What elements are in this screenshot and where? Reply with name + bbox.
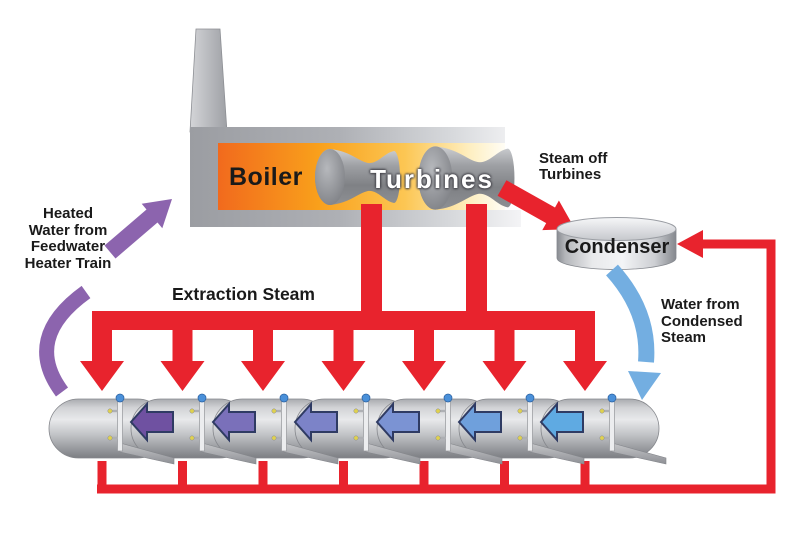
steam-off-line1: Steam off	[539, 150, 608, 167]
heater-fitting-pipe	[445, 399, 451, 452]
extraction-pipe-right	[466, 204, 487, 313]
return-line-arrowhead	[677, 230, 703, 258]
flow-direction-arrow	[375, 401, 420, 443]
condenser-label: Condenser	[564, 236, 670, 258]
feedwater-flow-arrows	[129, 401, 584, 443]
boiler-label: Boiler	[229, 163, 303, 191]
heater-fitting-pipe	[117, 399, 123, 452]
heater-valve-stem	[193, 436, 200, 440]
condensed-water-line1: Water from	[661, 296, 740, 313]
heater-valve	[189, 435, 195, 441]
heater-valve	[517, 408, 523, 414]
drain-line-stem	[500, 461, 509, 492]
heated-water-line2: Water from	[28, 221, 108, 239]
drain-line-stem	[339, 461, 348, 492]
flow-direction-arrow	[293, 401, 338, 443]
turbines-label: Turbines	[370, 164, 494, 194]
heater-valve	[107, 435, 113, 441]
extraction-pipe-left	[361, 204, 382, 313]
flow-direction-arrow	[457, 401, 502, 443]
extraction-arrows	[80, 329, 607, 391]
condensed-water-line3: Steam	[661, 329, 707, 346]
condensed-water-arrow-shaft	[605, 264, 655, 363]
extraction-steam-arrow	[321, 329, 366, 391]
heated-water-line1: Heated	[42, 205, 94, 222]
extraction-steam-arrow	[402, 329, 446, 391]
steam-off-turbines-label: Steam off Turbines	[539, 151, 607, 183]
heater-valve	[271, 435, 277, 441]
heater-fittings	[107, 393, 667, 465]
heater-valve-stem	[521, 436, 528, 440]
extraction-steam-arrow	[482, 329, 527, 391]
extraction-steam-arrow	[241, 329, 285, 391]
drain-line-stem	[580, 461, 590, 492]
heater-valve	[599, 408, 605, 414]
heater-fitting-pipe	[609, 399, 615, 452]
heater-valve-stem	[275, 409, 282, 413]
heater-valve	[517, 435, 523, 441]
heater-valve-stem	[521, 409, 528, 413]
heater-fitting-pipe	[199, 399, 205, 452]
feedwater-rise-curve	[39, 285, 91, 397]
condensed-water-label: Water from Condensed Steam	[661, 296, 743, 347]
heater-vent-knob	[197, 393, 207, 403]
boiler-housing-frame	[190, 127, 521, 227]
heater-valve	[189, 408, 195, 414]
boiler-chimney	[189, 28, 228, 133]
heater-fitting-pipe	[527, 399, 533, 452]
heater-valve-stem	[439, 436, 446, 440]
steam-off-turbines-arrow	[497, 180, 575, 231]
heater-valve	[271, 408, 277, 414]
heater-valve	[353, 435, 359, 441]
heater-fitting-pipe	[363, 399, 369, 452]
heater-valve-stem	[111, 409, 118, 413]
heater-vent-knob	[361, 393, 371, 403]
condensed-water-line2: Condensed	[661, 312, 743, 330]
steam-off-line2: Turbines	[539, 166, 602, 183]
heater-valve-stem	[603, 409, 610, 413]
heater-valve-stem	[357, 409, 364, 413]
extraction-steam-arrow	[80, 329, 124, 391]
drain-line-stem	[97, 461, 107, 492]
heater-valve	[435, 408, 441, 414]
extraction-manifold	[92, 311, 595, 330]
extraction-steam-arrow	[563, 329, 607, 391]
heater-valve-stem	[111, 436, 118, 440]
heater-valve-stem	[439, 409, 446, 413]
heater-vent-knob	[279, 393, 289, 403]
heated-water-label: Heated Water from Feedwater Heater Train	[14, 205, 122, 272]
flow-direction-arrow	[539, 401, 584, 443]
heated-water-arrow	[104, 199, 172, 259]
heated-water-line3: Feedwater	[30, 238, 106, 255]
drain-line-stem	[178, 461, 187, 492]
heater-vent-knob	[607, 393, 617, 403]
heater-vent-knob	[115, 393, 125, 403]
heater-valve-stem	[603, 436, 610, 440]
heater-fitting-pipe	[281, 399, 287, 452]
heater-valve-stem	[193, 409, 200, 413]
heater-valve	[435, 435, 441, 441]
heater-valve	[599, 435, 605, 441]
heater-vent-knob	[525, 393, 535, 403]
heater-drain-stems	[97, 461, 590, 492]
condenser-top	[556, 217, 677, 241]
condensed-water-arrowhead	[628, 371, 661, 400]
heater-vent-knob	[443, 393, 453, 403]
condensate-return-line	[97, 239, 776, 494]
heater-valve-stem	[357, 436, 364, 440]
heated-water-line4: Heater Train	[24, 254, 112, 272]
flow-direction-arrow	[211, 401, 256, 443]
extraction-steam-arrow	[160, 329, 205, 391]
heater-valve	[107, 408, 113, 414]
drain-line-stem	[258, 461, 268, 492]
flow-direction-arrow	[129, 401, 174, 443]
heater-valve-stem	[275, 436, 282, 440]
heater-valve	[353, 408, 359, 414]
drain-line-stem	[419, 461, 429, 492]
extraction-steam-label: Extraction Steam	[172, 284, 315, 304]
